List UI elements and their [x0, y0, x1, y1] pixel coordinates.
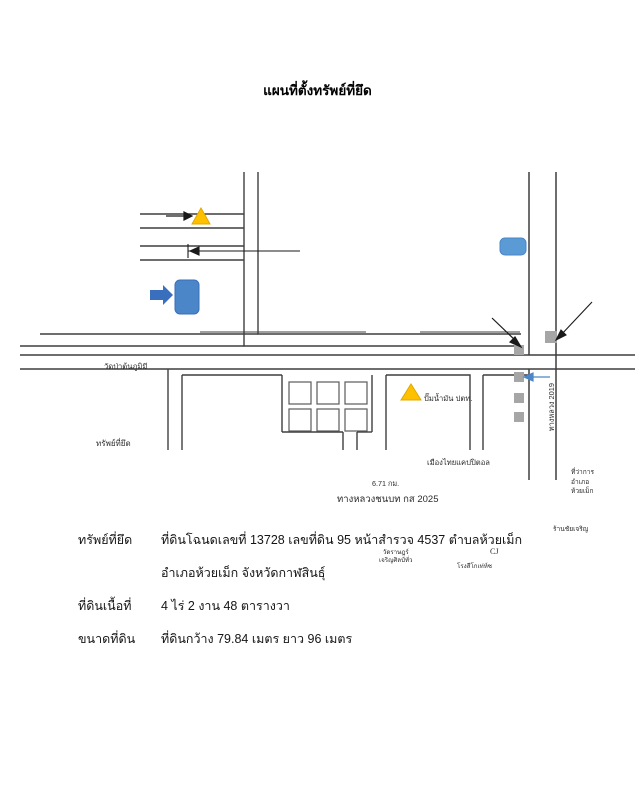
map-label-muangthai-capital: เมืองไทยแคปปิตอล — [427, 458, 490, 467]
map-label-wat-pa-ton-phumi: วัดป่าต้นภูมิมี — [104, 362, 148, 371]
map-label-rural-highway: ทางหลวงชนบท กส 2025 — [337, 494, 439, 505]
location-map: วัดป่าต้นภูมิมี ทรัพย์ที่ยึด ปั๊มน้ำมัน … — [0, 150, 635, 570]
building-marker-rongsi — [514, 412, 524, 422]
mtc-pointer-arrow — [491, 317, 523, 349]
map-label-highway-2019: ทางหลวง 2019 — [547, 383, 556, 432]
wat-rat-line-1: วัดราษฎร์ — [382, 549, 409, 556]
detail-value-seized-property-line1: ที่ดินโฉนดเลขที่ 13728 เลขที่ดิน 95 หน้า… — [161, 533, 523, 547]
property-details: ทรัพย์ที่ยึด ที่ดินโฉนดเลขที่ 13728 เลขท… — [0, 530, 635, 662]
map-label-rongsi: โรงสีโกเท่ห์ซ — [457, 563, 492, 570]
map-label-wat-rat: วัดราษฎร์ เจริญศิลป์ทั่ว — [379, 549, 413, 566]
building-marker-office — [545, 331, 557, 343]
detail-value-land-size: ที่ดินกว้าง 79.84 เมตร ยาว 96 เมตร — [161, 632, 353, 646]
district-office-line-1: ที่ว่าการ — [571, 469, 594, 476]
building-marker-mtc — [514, 345, 524, 355]
detail-value-seized-property: ที่ดินโฉนดเลขที่ 13728 เลขที่ดิน 95 หน้า… — [161, 530, 635, 583]
detail-value-land-area: 4 ไร่ 2 งาน 48 ตารางวา — [161, 599, 290, 613]
seized-property-marker — [174, 279, 200, 315]
district-office-line-2: อำเภอ — [571, 478, 590, 486]
seized-pointer-arrow — [150, 285, 173, 305]
office-pointer-arrow — [554, 301, 593, 342]
map-label-seized-property: ทรัพย์ที่ยึด — [96, 439, 131, 448]
wat-rat-line-2: เจริญศิลป์ทั่ว — [379, 557, 413, 565]
frontage-dimension-arrow — [187, 244, 300, 258]
map-label-district-office: ที่ว่าการ อำเภอ ห้วยเม็ก — [571, 468, 594, 497]
detail-label-land-area: ที่ดินเนื้อที่ — [78, 599, 132, 613]
temple-triangle-icon-south — [400, 383, 422, 401]
temple-triangle-icon-north — [191, 206, 211, 225]
building-marker-ranchai — [514, 372, 524, 382]
page-title: แผนที่ตั้งทรัพย์ที่ยึด — [263, 83, 372, 98]
map-vector-layer — [20, 172, 635, 480]
detail-row-land-area: ที่ดินเนื้อที่ 4 ไร่ 2 งาน 48 ตารางวา — [0, 596, 635, 616]
detail-value-seized-property-line2: อำเภอห้วยเม็ก จังหวัดกาฬสินธุ์ — [161, 566, 326, 580]
detail-label-seized-property: ทรัพย์ที่ยึด — [78, 533, 133, 547]
ptt-station-marker — [499, 237, 527, 256]
detail-row-land-size: ขนาดที่ดิน ที่ดินกว้าง 79.84 เมตร ยาว 96… — [0, 629, 635, 649]
map-label-cj: CJ — [490, 547, 499, 556]
district-office-line-3: ห้วยเม็ก — [571, 488, 594, 496]
building-marker-cj — [514, 393, 524, 403]
temple-pointer-arrow — [166, 211, 194, 221]
detail-label-land-size: ขนาดที่ดิน — [78, 632, 136, 646]
map-label-ptt-gas-station: ปั๊มน้ำมัน ปตท. — [424, 394, 473, 403]
map-label-distance: 6.71 กม. — [372, 479, 400, 488]
detail-row-seized-property: ทรัพย์ที่ยึด ที่ดินโฉนดเลขที่ 13728 เลขท… — [0, 530, 635, 583]
ranchai-pointer-arrow — [522, 372, 550, 382]
map-label-ran-chaicharoen: ร้านชัยเจริญ — [553, 526, 589, 533]
